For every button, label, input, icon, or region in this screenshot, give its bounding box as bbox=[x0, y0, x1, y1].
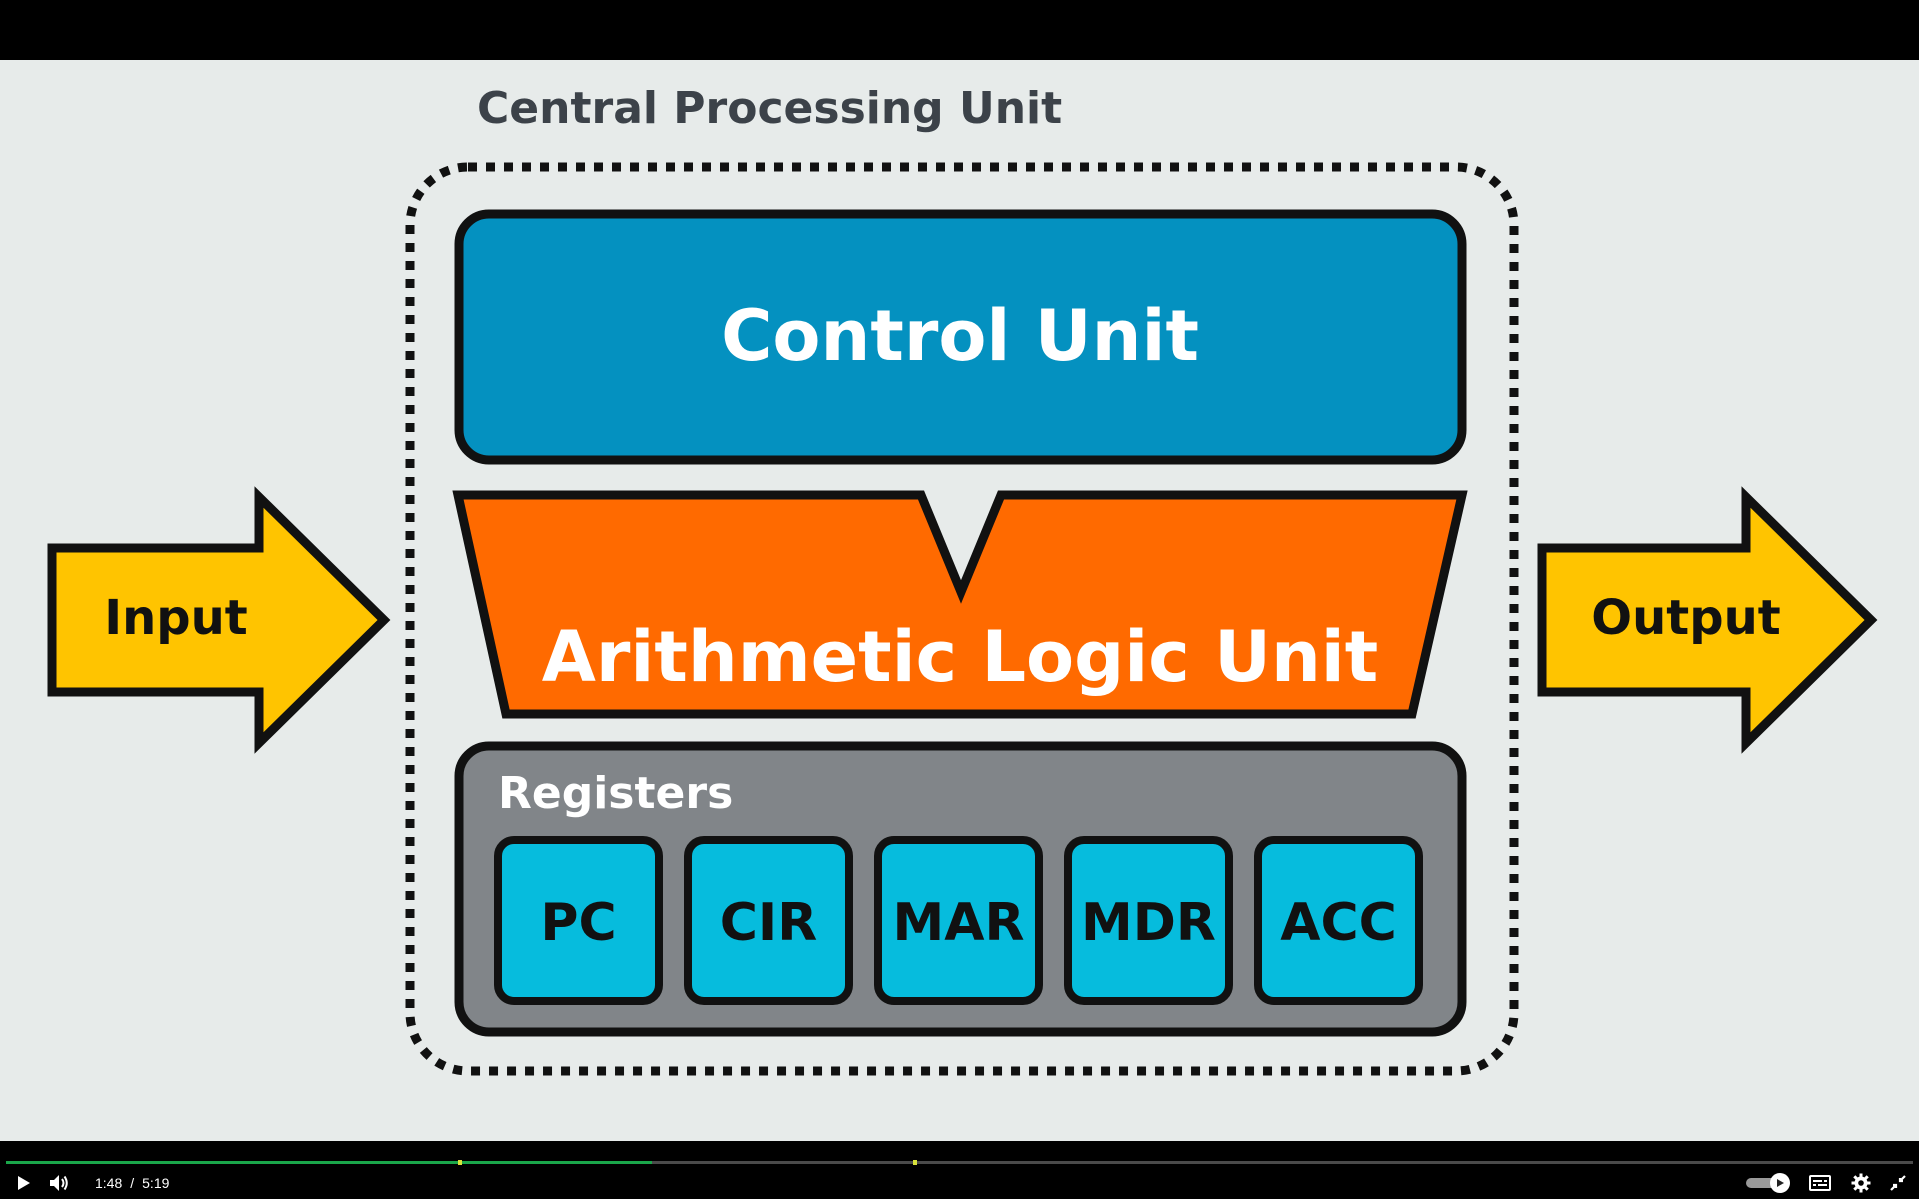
output-label: Output bbox=[1591, 590, 1780, 646]
time-display: 1:48 / 5:19 bbox=[95, 1175, 169, 1191]
gear-icon bbox=[1851, 1173, 1871, 1193]
register-cir: CIR bbox=[684, 836, 853, 1005]
volume-icon bbox=[50, 1175, 68, 1191]
seek-bar[interactable] bbox=[6, 1160, 1913, 1165]
settings-button[interactable] bbox=[1847, 1171, 1875, 1195]
register-mdr: MDR bbox=[1064, 836, 1233, 1005]
volume-button[interactable] bbox=[45, 1171, 73, 1195]
cpu-boundary bbox=[405, 162, 1519, 1076]
chapter-marker bbox=[913, 1160, 917, 1165]
chapter-marker bbox=[458, 1160, 462, 1165]
control-unit-box bbox=[454, 209, 1467, 465]
register-pc: PC bbox=[494, 836, 663, 1005]
exit-fullscreen-icon bbox=[1890, 1175, 1906, 1191]
alu-label: Arithmetic Logic Unit bbox=[542, 616, 1379, 698]
alu-shape bbox=[452, 490, 1468, 719]
time-separator: / bbox=[130, 1175, 135, 1191]
play-button[interactable] bbox=[9, 1171, 37, 1195]
register-label: ACC bbox=[1280, 893, 1397, 953]
register-acc: ACC bbox=[1254, 836, 1423, 1005]
registers-label: Registers bbox=[498, 768, 733, 819]
register-label: MDR bbox=[1081, 893, 1216, 953]
register-label: MAR bbox=[892, 893, 1024, 953]
toggle-track bbox=[1746, 1178, 1784, 1188]
current-time: 1:48 bbox=[95, 1175, 123, 1191]
play-icon bbox=[18, 1176, 30, 1190]
input-arrow bbox=[47, 486, 391, 754]
cpu-diagram: Central Processing Unit Control Unit Ari… bbox=[47, 83, 1878, 1076]
play-icon bbox=[1777, 1179, 1784, 1187]
video-frame[interactable]: Central Processing Unit Control Unit Ari… bbox=[0, 60, 1919, 1141]
control-unit-label: Control Unit bbox=[721, 295, 1199, 377]
duration: 5:19 bbox=[142, 1175, 170, 1191]
played-bar bbox=[6, 1161, 652, 1164]
cpu-title: Central Processing Unit bbox=[477, 83, 1062, 134]
captions-button[interactable] bbox=[1806, 1171, 1834, 1195]
captions-icon bbox=[1809, 1175, 1831, 1191]
exit-fullscreen-button[interactable] bbox=[1884, 1171, 1912, 1195]
output-arrow bbox=[1537, 486, 1878, 754]
register-label: PC bbox=[540, 893, 616, 953]
register-mar: MAR bbox=[874, 836, 1043, 1005]
player-controls: 1:48 / 5:19 bbox=[0, 1141, 1919, 1199]
toggle-knob bbox=[1770, 1173, 1790, 1193]
input-label: Input bbox=[104, 590, 248, 646]
autoplay-toggle[interactable] bbox=[1746, 1173, 1790, 1193]
register-label: CIR bbox=[720, 893, 818, 953]
